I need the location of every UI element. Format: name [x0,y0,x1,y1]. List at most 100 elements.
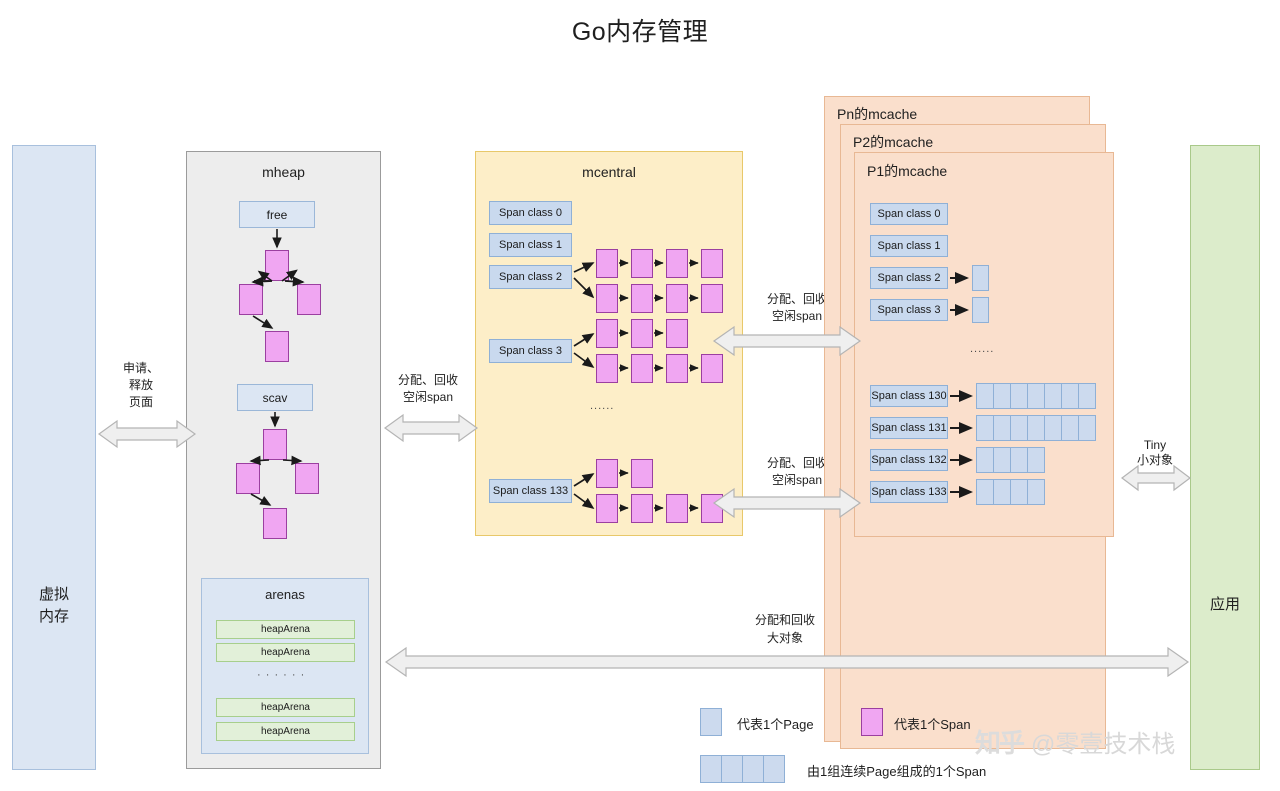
page-cell [976,415,994,441]
page-cell [993,415,1011,441]
page-cell [763,755,785,783]
legend-span-swatch [861,708,883,736]
watermark: 知乎 @零壹技术栈 [975,723,1175,760]
page-cell [1061,415,1079,441]
page-cell [1010,479,1028,505]
mcentral-span-class-2: Span class 2 [489,265,572,289]
arenas-title: arenas [265,587,305,602]
page-cell [1010,383,1028,409]
mcache-span-class-133: Span class 133 [870,481,948,503]
page-cell [1027,447,1045,473]
scav-tree-node-left [236,463,260,494]
mcentral-span-node [631,319,653,348]
free-tree-node-left [239,284,263,315]
arrow-label-vm-mheap-line1: 申请、 [122,361,159,375]
mcentral-span-node [631,249,653,278]
legend-page-swatch [700,708,722,736]
mcentral-span-node [701,249,723,278]
mcentral-span-class-0: Span class 0 [489,201,572,225]
mcache-span-class-0: Span class 0 [870,203,948,225]
mcache-page-strip-133 [976,479,1045,505]
page-cell [1010,447,1028,473]
page-cell [976,447,994,473]
arrow-label-mheap-mcentral-line2: 空闲span [402,390,454,404]
arrow-label-mcentral-mcache-bottom-line2: 空闲span [771,473,823,487]
page-cell [1044,415,1062,441]
mcentral-span-node [631,494,653,523]
page-cell [976,479,994,505]
mcache-page-strip-130 [976,383,1096,409]
application-panel: 应用 [1190,145,1260,770]
scav-tree-node-right [295,463,319,494]
arrow-label-mcentral-mcache-top-line2: 空闲span [771,309,823,323]
scav-tree-node-leaf [263,508,287,539]
heap-arena-item: heapArena [216,643,355,662]
mcentral-span-class-3: Span class 3 [489,339,572,363]
page-cell [742,755,764,783]
mcentral-span-class-133: Span class 133 [489,479,572,503]
scav-tree-node-root [263,429,287,460]
mcentral-span-node [666,494,688,523]
mcache-span-class-130: Span class 130 [870,385,948,407]
mcentral-ellipsis: ...... [590,400,615,412]
mheap-free-box: free [239,201,315,228]
legend-page-group-label: 由1组连续Page组成的1个Span [807,764,987,779]
free-tree-node-right [297,284,321,315]
mcache-span-class-132: Span class 132 [870,449,948,471]
page-cell [1044,383,1062,409]
mcentral-span-node [666,354,688,383]
mcentral-span-node [596,249,618,278]
page-cell [993,479,1011,505]
application-label: 应用 [1209,596,1240,613]
zhihu-logo-icon: 知乎 [975,728,1025,758]
mcache-page-strip-131 [976,415,1096,441]
mcache-page-cell [972,297,989,323]
virtual-memory-panel: 虚拟 内存 [12,145,96,770]
mcentral-span-node [701,354,723,383]
arrow-label-mcentral-mcache-bottom-line1: 分配、回收 [766,456,827,470]
arrow-mcache-app [1121,464,1191,492]
mcentral-span-node [596,494,618,523]
mcentral-span-node [631,459,653,488]
legend-page-group-swatch [700,755,785,783]
mcache-span-class-1: Span class 1 [870,235,948,257]
mcentral-span-node [701,284,723,313]
page-cell [993,447,1011,473]
mcache-span-class-2: Span class 2 [870,267,948,289]
arenas-ellipsis: · · · · · · [257,669,306,681]
mcache-ellipsis: ...... [970,343,995,355]
arrow-label-large-object-line2: 大对象 [766,631,803,645]
page-cell [1027,415,1045,441]
page-cell [721,755,743,783]
page-cell [1010,415,1028,441]
arrow-label-mcache-app-line1: Tiny [1143,438,1167,452]
virtual-memory-label-line1: 虚拟 [38,586,69,603]
page-cell [1027,383,1045,409]
mcache-p1-title: P1的mcache [867,163,948,179]
mcentral-span-node [596,319,618,348]
arrow-label-vm-mheap-line2: 释放 [128,378,153,392]
heap-arena-item: heapArena [216,620,355,639]
arrow-label-mheap-mcentral-line1: 分配、回收 [397,373,458,387]
page-cell [976,383,994,409]
arrow-label-mcentral-mcache-top-line1: 分配、回收 [766,292,827,306]
arrow-vm-mheap [97,419,197,449]
mcentral-span-node [596,284,618,313]
mcache-page-strip-132 [976,447,1045,473]
page-cell [1078,415,1096,441]
mcentral-span-node [631,284,653,313]
mcentral-span-node [596,354,618,383]
arrow-mheap-mcentral [383,413,479,443]
mcache-pn-title: Pn的mcache [837,106,918,122]
mcentral-span-node [666,284,688,313]
mcentral-span-class-1: Span class 1 [489,233,572,257]
mcentral-span-node [666,319,688,348]
page-cell [1078,383,1096,409]
mcache-p2-title: P2的mcache [853,134,934,150]
arrow-label-large-object-line1: 分配和回收 [754,613,815,627]
mcache-span-class-131: Span class 131 [870,417,948,439]
legend-page-label: 代表1个Page [737,717,814,732]
page-cell [1061,383,1079,409]
watermark-handle: @零壹技术栈 [1031,731,1176,758]
